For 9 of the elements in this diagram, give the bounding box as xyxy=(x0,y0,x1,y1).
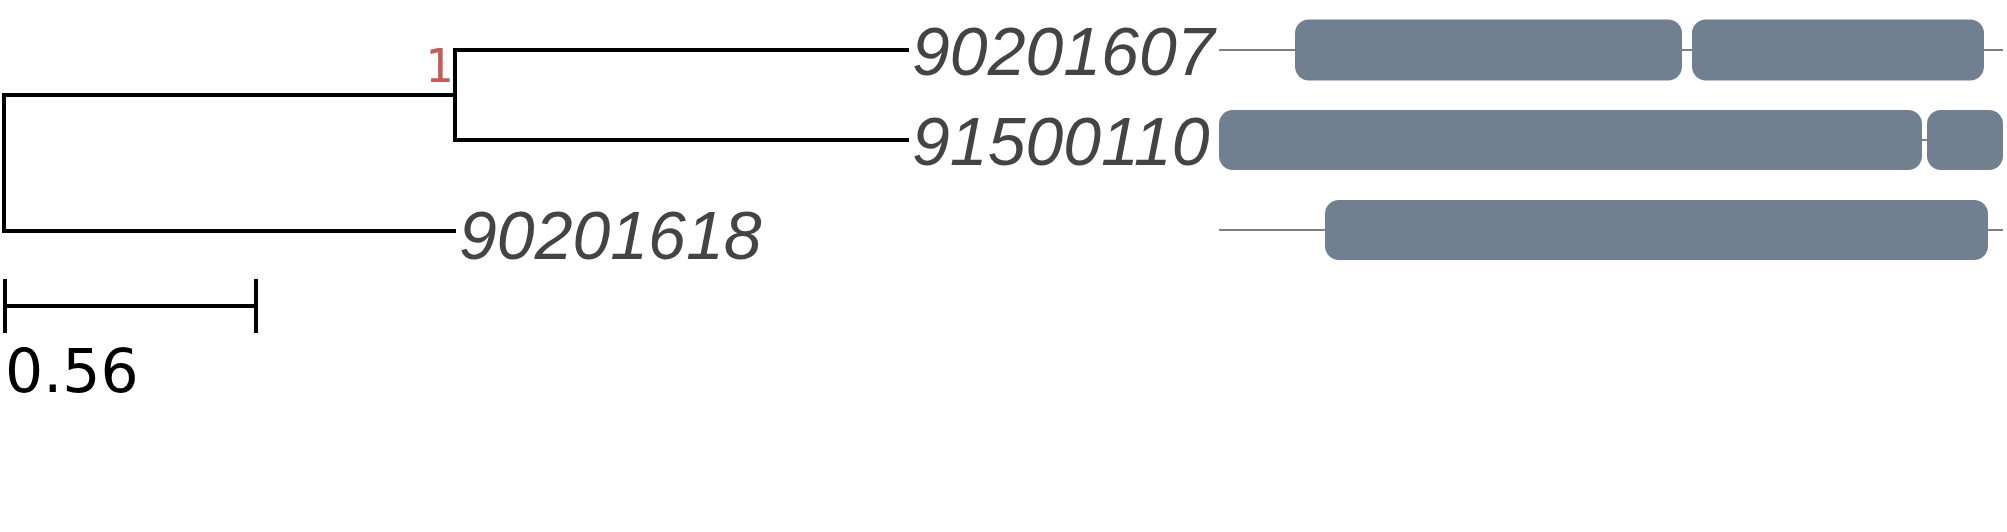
tree-branch xyxy=(453,95,909,142)
tree-branch xyxy=(2,93,455,97)
tree-branch xyxy=(2,97,456,233)
support-value: 1 xyxy=(425,43,453,89)
leaf-label: 91500110 xyxy=(912,107,1210,175)
tree-branch xyxy=(453,48,909,95)
leaf-label: 90201607 xyxy=(912,17,1215,85)
scale-label: 0.56 xyxy=(5,341,139,401)
leaf-label: 90201618 xyxy=(459,201,762,269)
